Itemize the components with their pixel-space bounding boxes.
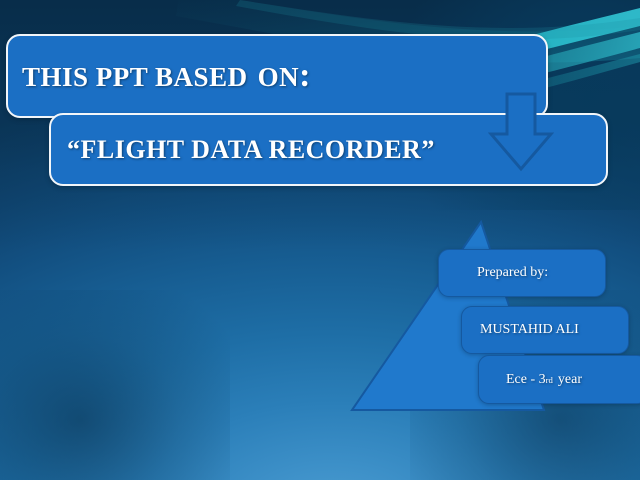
page-subtitle: “FLIGHT DATA RECORDER” [67,134,435,164]
credit-label-suffix: year [557,371,582,387]
title-line1-prefix: THIS PPT BASED [22,62,248,92]
title-line1-colon: : [299,57,311,94]
credit-box-prepared-by: Prepared by: [438,249,606,297]
arrow-down-icon [488,92,554,172]
credit-label-prefix: Ece - 3 [506,371,546,387]
page-title: THIS PPT BASED ON: [22,57,311,95]
credit-box-author-name: MUSTAHID ALI [461,306,629,354]
credit-label: MUSTAHID ALI [480,322,579,337]
credit-label: Prepared by: [477,265,549,280]
title-callout-primary: THIS PPT BASED ON: [6,34,548,118]
background-corner-shade-bottom-left [0,290,230,480]
title-line1-word2: ON [257,62,300,92]
